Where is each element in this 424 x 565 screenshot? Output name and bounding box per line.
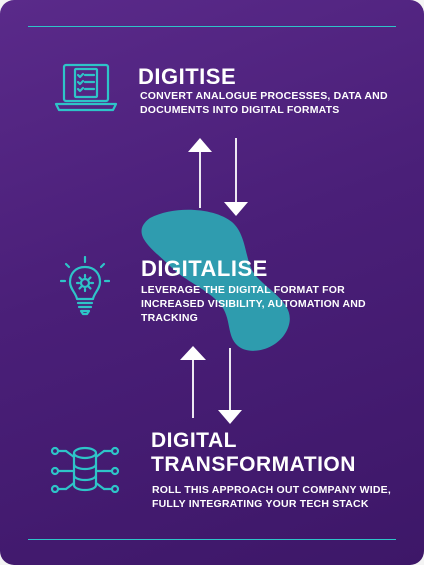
step-description-digital-transformation: ROLL THIS APPROACH OUT COMPANY WIDE, FUL… — [152, 484, 391, 510]
step-title-digitise: DIGITISE — [138, 64, 237, 89]
step-title-digitalise: DIGITALISE — [141, 256, 268, 281]
database-network-icon — [50, 446, 120, 493]
step-description-digitalise: LEVERAGE THE DIGITAL FORMAT FOR INCREASE… — [141, 284, 366, 324]
updown-arrows-icon-2 — [180, 346, 242, 424]
lightbulb-gear-icon — [60, 256, 110, 316]
step-description-digitise: CONVERT ANALOGUE PROCESSES, DATA AND DOC… — [140, 90, 388, 116]
updown-arrows-icon — [188, 138, 248, 216]
top-divider — [28, 26, 396, 27]
step-title-digital-transformation: DIGITAL TRANSFORMATION — [151, 429, 356, 476]
bottom-divider — [28, 539, 396, 540]
laptop-checklist-icon — [54, 63, 118, 112]
